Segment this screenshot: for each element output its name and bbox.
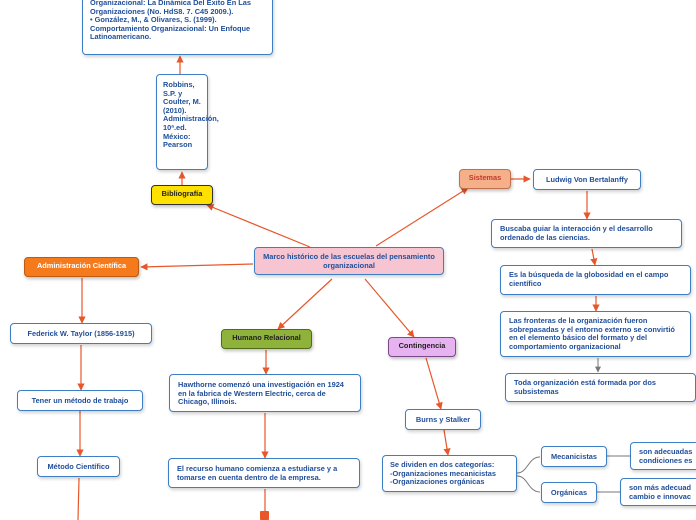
link-contingencia-burns (425, 357, 443, 410)
node-busqueda[interactable]: Es la búsqueda de la globosidad en el ca… (500, 265, 691, 295)
link-burns-dividen (443, 429, 451, 456)
link-center-bibliografia (206, 204, 311, 248)
branch-bibliografia[interactable]: Bibliografía (151, 185, 213, 205)
node-robbins[interactable]: Robbins, S.P. y Coulter, M. (2010). Admi… (156, 74, 219, 170)
node-metodo-cientifico[interactable]: Método Científico (37, 456, 120, 477)
node-son-mas-adecuadas[interactable]: son más adecuad cambio e innovac (620, 478, 696, 506)
branch-contingencia[interactable]: Contingencia (388, 337, 456, 357)
link-center-contingencia (364, 278, 415, 338)
node-hawthorne[interactable]: Hawthorne comenzó una investigación en 1… (169, 374, 361, 412)
node-burns-stalker[interactable]: Burns y Stalker (405, 409, 481, 430)
link-center-administracion (140, 263, 254, 271)
link-buscaba-busqueda (590, 248, 598, 266)
node-fronteras[interactable]: Las fronteras de la organización fueron … (500, 311, 691, 357)
collapsed-marker[interactable] (260, 511, 269, 520)
link-dividen-organicas (516, 475, 541, 493)
link-cientifico-down (77, 477, 80, 520)
branch-administracion-cientifica[interactable]: Administración Científica (24, 257, 139, 277)
node-toda-organizacion[interactable]: Toda organización está formada por dos s… (505, 373, 696, 402)
node-references[interactable]: Organizacional: La Dinámica Del Éxito En… (82, 0, 273, 55)
link-dividen-mecanicistas (516, 456, 541, 474)
node-metodo-trabajo[interactable]: Tener un método de trabajo (17, 390, 143, 411)
node-organicas[interactable]: Orgánicas (541, 482, 597, 503)
branch-sistemas[interactable]: Sistemas (459, 169, 511, 189)
branch-humano-relacional[interactable]: Humano Relacional (221, 329, 312, 349)
central-topic[interactable]: Marco histórico de las escuelas del pens… (254, 247, 444, 275)
link-center-humano (277, 278, 333, 330)
node-bertalanffy[interactable]: Ludwig Von Bertalanffy (533, 169, 641, 190)
link-center-sistemas (375, 187, 469, 247)
node-son-adecuadas[interactable]: son adecuadas condiciones es (630, 442, 696, 470)
node-buscaba[interactable]: Buscaba guiar la interacción y el desarr… (491, 219, 682, 248)
node-dividen[interactable]: Se dividen en dos categorías: -Organizac… (382, 455, 517, 492)
node-recurso-humano[interactable]: El recurso humano comienza a estudiarse … (168, 458, 360, 488)
node-mecanicistas[interactable]: Mecanicistas (541, 446, 607, 467)
node-taylor[interactable]: Federick W. Taylor (1856-1915) (10, 323, 152, 344)
